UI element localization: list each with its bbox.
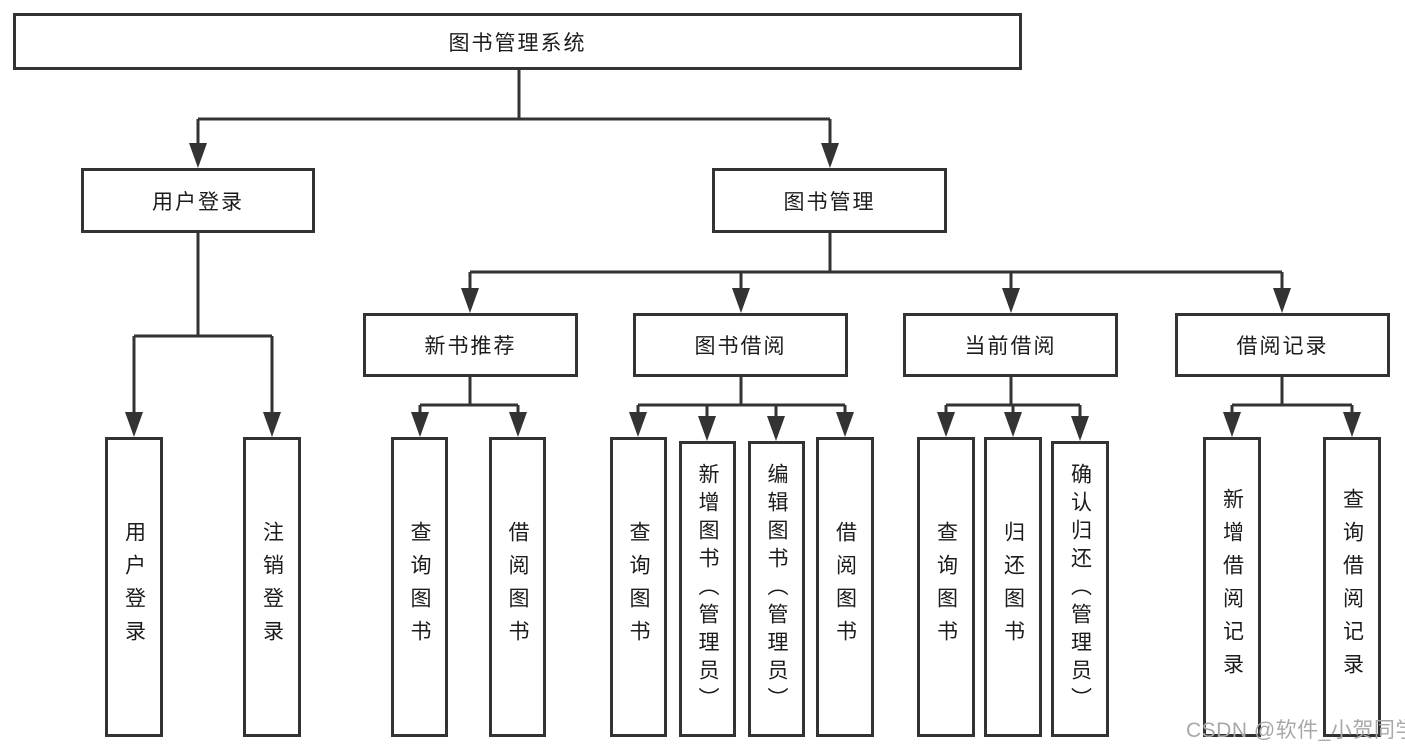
node-new-book-recommend: 新书推荐 — [363, 313, 578, 377]
leaf-current-query-book-label: 查询图书 — [934, 521, 958, 653]
watermark: CSDN @软件_小贺同学 — [1186, 719, 1405, 742]
node-user-login: 用户登录 — [81, 168, 315, 233]
leaf-borrow-edit-book-label: 编辑图书（管理员） — [765, 463, 788, 715]
node-root-label: 图书管理系统 — [448, 31, 587, 55]
leaf-logout-login-label: 注销登录 — [260, 521, 284, 653]
node-user-login-label: 用户登录 — [152, 190, 244, 214]
leaf-current-confirm-return-label: 确认归还（管理员） — [1068, 463, 1092, 715]
leaf-current-return-book: 归还图书 — [984, 437, 1042, 737]
leaf-record-query-record: 查询借阅记录 — [1323, 437, 1381, 737]
node-book-borrow-label: 图书借阅 — [694, 335, 787, 358]
leaf-borrow-borrow-book: 借阅图书 — [816, 437, 874, 737]
leaf-record-query-record-label: 查询借阅记录 — [1340, 488, 1364, 686]
leaf-current-query-book: 查询图书 — [917, 437, 975, 737]
leaf-recommend-borrow-book: 借阅图书 — [489, 437, 546, 737]
leaf-logout-login: 注销登录 — [243, 437, 301, 737]
leaf-recommend-query-book-label: 查询图书 — [408, 521, 431, 653]
leaf-user-login-label: 用户登录 — [122, 521, 146, 653]
node-borrow-record-label: 借阅记录 — [1236, 335, 1329, 358]
leaf-borrow-query-book: 查询图书 — [610, 437, 667, 737]
leaf-borrow-add-book: 新增图书（管理员） — [679, 441, 736, 737]
node-book-borrow: 图书借阅 — [633, 313, 848, 377]
leaf-current-confirm-return: 确认归还（管理员） — [1051, 441, 1109, 737]
leaf-borrow-add-book-label: 新增图书（管理员） — [696, 463, 719, 715]
leaf-borrow-query-book-label: 查询图书 — [627, 521, 650, 653]
leaf-recommend-borrow-book-label: 借阅图书 — [506, 521, 529, 653]
leaf-borrow-borrow-book-label: 借阅图书 — [833, 521, 857, 653]
leaf-record-add-record: 新增借阅记录 — [1203, 437, 1261, 737]
leaf-current-return-book-label: 归还图书 — [1001, 521, 1025, 653]
node-borrow-record: 借阅记录 — [1175, 313, 1390, 377]
node-current-borrow-label: 当前借阅 — [964, 335, 1057, 358]
node-current-borrow: 当前借阅 — [903, 313, 1118, 377]
leaf-recommend-query-book: 查询图书 — [391, 437, 448, 737]
leaf-borrow-edit-book: 编辑图书（管理员） — [748, 441, 805, 737]
node-book-management-label: 图书管理 — [783, 190, 876, 214]
node-root: 图书管理系统 — [13, 13, 1022, 70]
leaf-user-login: 用户登录 — [105, 437, 163, 737]
node-book-management: 图书管理 — [712, 168, 947, 233]
node-new-book-recommend-label: 新书推荐 — [424, 335, 517, 358]
leaf-record-add-record-label: 新增借阅记录 — [1220, 488, 1244, 686]
